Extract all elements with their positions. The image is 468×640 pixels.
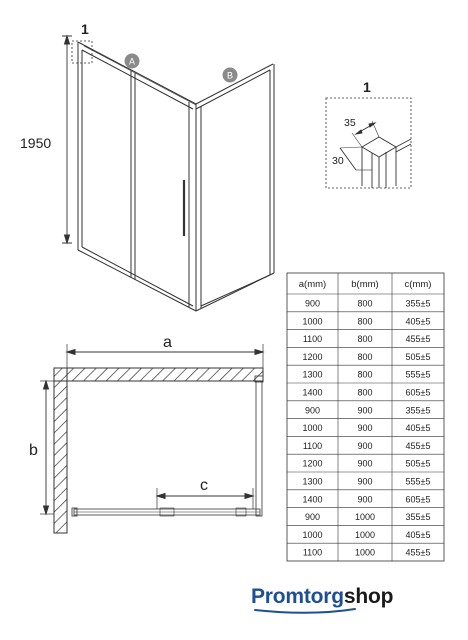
detail-title: 1 (363, 79, 371, 95)
table-cell: 800 (357, 334, 372, 344)
table-cell: 900 (305, 512, 320, 522)
promtorgshop-logo: Promtorgshop (251, 585, 393, 615)
table-cell: 800 (357, 299, 372, 309)
detail-marker-box (71, 40, 93, 64)
table-cell: 900 (357, 459, 372, 469)
table-cell: 1300 (302, 477, 322, 487)
table-cell: 1000 (355, 548, 375, 558)
table-cell: 900 (357, 477, 372, 487)
table-cell: 800 (357, 388, 372, 398)
table-cell: 800 (357, 352, 372, 362)
enclosure-3d-view (62, 34, 275, 312)
panel-a-badge: A (124, 53, 140, 69)
table-cell: 1000 (355, 530, 375, 540)
table-cell: 555±5 (406, 370, 431, 380)
table-cell: 1000 (302, 316, 322, 326)
table-cell: 355±5 (406, 512, 431, 522)
table-cell: 1100 (303, 548, 322, 558)
height-label: 1950 (20, 135, 51, 151)
table-cell: 900 (305, 299, 320, 309)
table-cell: 1400 (302, 388, 322, 398)
table-cell: 800 (357, 370, 372, 380)
table-cell: 355±5 (406, 299, 431, 309)
logo-part2: shop (343, 585, 394, 608)
detail-dim-top: 35 (344, 117, 356, 129)
table-cell: 455±5 (406, 334, 431, 344)
logo-part1: Promtorg (251, 585, 344, 608)
dim-c-label: c (200, 477, 208, 494)
table-cell: 1400 (302, 494, 322, 504)
table-cell: 900 (357, 405, 372, 415)
table-cell: 1100 (303, 334, 322, 344)
table-cell: 505±5 (406, 459, 431, 469)
detail-marker-label: 1 (81, 21, 89, 37)
table-cell: 605±5 (406, 494, 431, 504)
table-cell: 555±5 (406, 477, 431, 487)
top-wall (66, 367, 264, 382)
profile-detail (325, 97, 412, 189)
table-cell: 1200 (302, 352, 322, 362)
table-cell: 900 (357, 494, 372, 504)
dim-b-label: b (29, 442, 38, 459)
table-cell: 900 (357, 423, 372, 433)
side-panel-b (195, 63, 275, 312)
table-cell: 900 (305, 405, 320, 415)
table-cell: 1000 (302, 530, 322, 540)
table-cell: 800 (357, 316, 372, 326)
table-cell: 1000 (355, 512, 375, 522)
table-cell: 1200 (302, 459, 322, 469)
table-cell: 405±5 (406, 530, 431, 540)
table-cell: 1100 (303, 441, 322, 451)
table-cell: 1000 (302, 423, 322, 433)
dim-a-label: a (163, 334, 172, 351)
table-cell: 455±5 (406, 441, 431, 451)
table-header-cell: a(mm) (299, 279, 326, 290)
front-panel-a (77, 41, 197, 312)
logo-swoosh-icon (254, 608, 356, 614)
svg-text:A: A (129, 57, 135, 67)
table-header-cell: c(mm) (405, 279, 432, 290)
table-cell: 355±5 (406, 405, 431, 415)
detail-dim-side: 30 (332, 155, 344, 167)
table-cell: 1300 (302, 370, 322, 380)
panel-b-badge: B (222, 67, 238, 83)
table-cell: 405±5 (406, 316, 431, 326)
table-cell: 605±5 (406, 388, 431, 398)
table-header-cell: b(mm) (351, 279, 378, 290)
table-cell: 900 (357, 441, 372, 451)
size-table: a(mm) b(mm) c(mm) 900 800 355±5 1000 800 405±5 11… (286, 272, 445, 562)
table-border (286, 272, 445, 562)
svg-text:B: B (227, 71, 233, 81)
table-cell: 505±5 (406, 352, 431, 362)
table-cell: 455±5 (406, 548, 431, 558)
table-cell: 405±5 (406, 423, 431, 433)
plan-view (40, 344, 265, 534)
left-wall (53, 380, 68, 534)
